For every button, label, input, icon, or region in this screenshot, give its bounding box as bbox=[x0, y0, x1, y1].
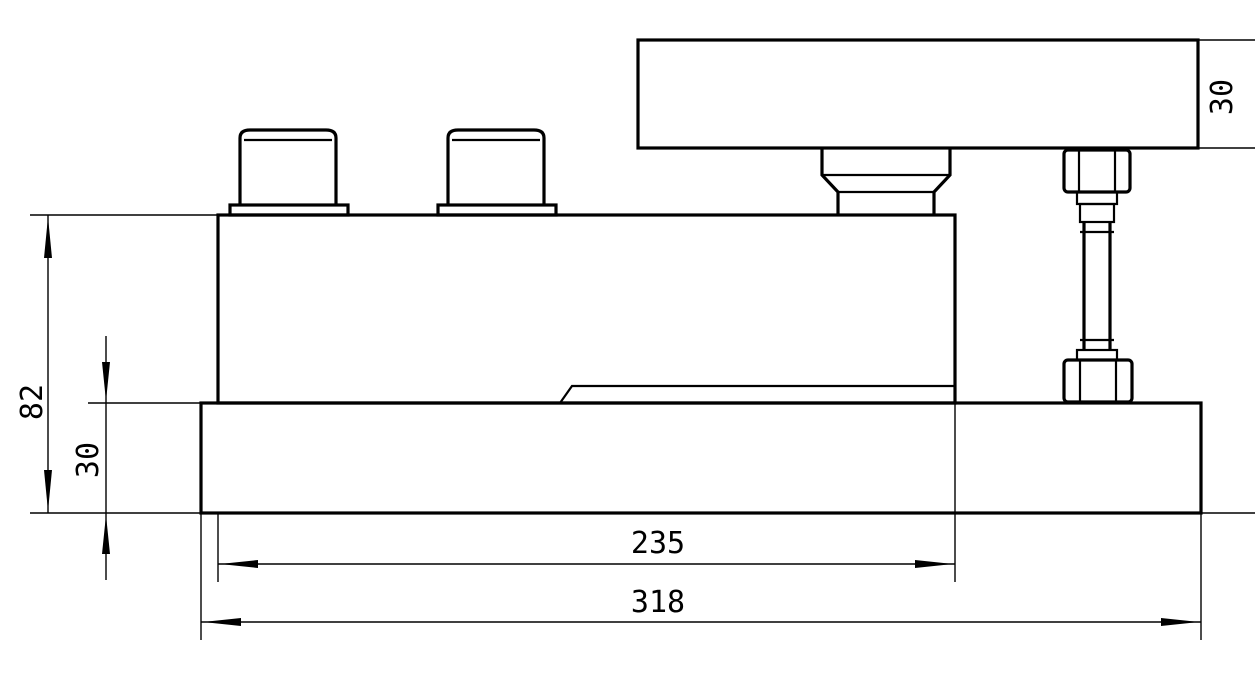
dimension-label-82: 82 bbox=[15, 384, 50, 420]
dimension-load-cell-length: 235 bbox=[218, 526, 955, 568]
extension-lines bbox=[30, 39, 1255, 640]
stabilizer-rod bbox=[1062, 148, 1134, 404]
dimension-overall-height: 82 bbox=[15, 215, 52, 513]
dimension-base-thickness: 30 bbox=[71, 336, 110, 580]
cable-connector-right bbox=[436, 128, 558, 217]
dimension-label-30-top: 30 bbox=[1205, 79, 1240, 115]
load-cell-body bbox=[216, 213, 957, 405]
dimension-label-30-base: 30 bbox=[71, 442, 106, 478]
dimension-top-thickness: 30 bbox=[1205, 79, 1240, 115]
cable-connector-left bbox=[228, 128, 350, 217]
dimension-label-318: 318 bbox=[631, 585, 685, 620]
top-plate bbox=[636, 38, 1200, 150]
dimension-base-length: 318 bbox=[201, 585, 1201, 626]
load-button bbox=[820, 148, 952, 215]
dimension-label-235: 235 bbox=[631, 526, 685, 561]
base-plate bbox=[199, 401, 1203, 515]
